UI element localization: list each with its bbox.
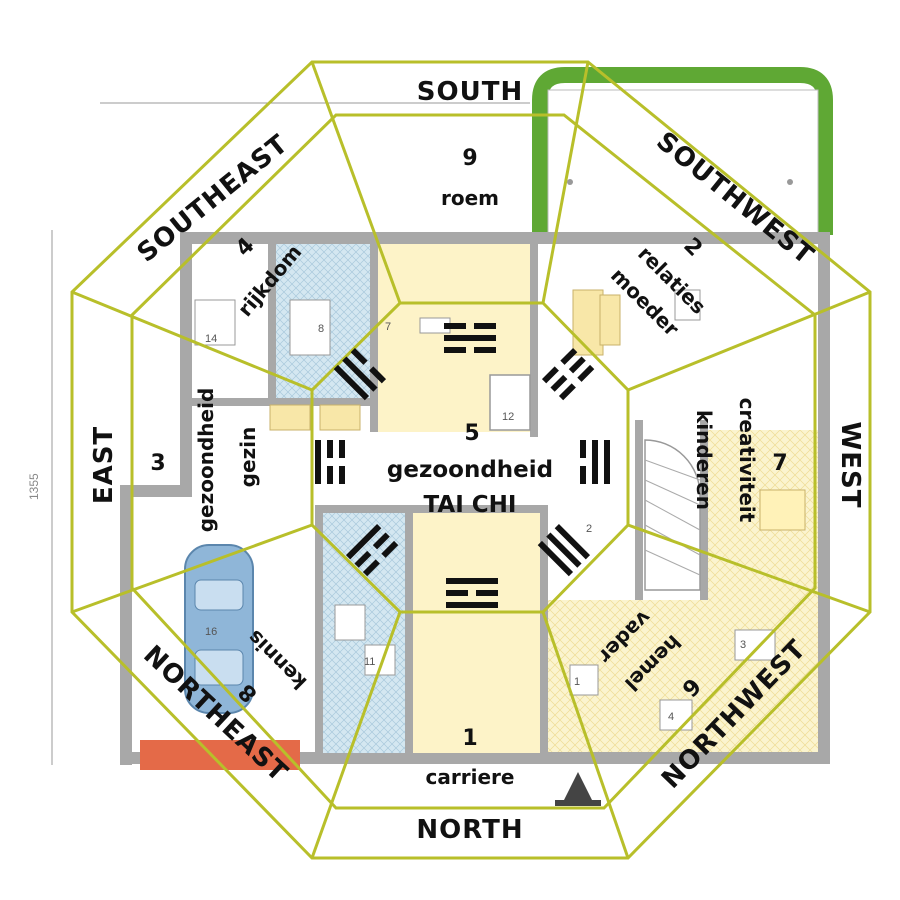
trigram-southeast bbox=[333, 347, 387, 401]
room-number: 11 bbox=[364, 656, 375, 668]
sofa bbox=[572, 289, 604, 356]
wall-right bbox=[818, 232, 830, 752]
zone-center-label-2: TAI CHI bbox=[424, 492, 517, 518]
room-living-bottom bbox=[413, 513, 540, 753]
room-number: 1 bbox=[574, 676, 580, 688]
entrance-marker bbox=[563, 772, 593, 802]
room-number: 14 bbox=[205, 333, 217, 345]
terrace-dot bbox=[787, 179, 793, 185]
room-number: 4 bbox=[668, 711, 674, 723]
spoke bbox=[71, 523, 313, 614]
wall-interior bbox=[180, 398, 370, 406]
wall-left-lower bbox=[120, 495, 132, 765]
dimension-label: 1355 bbox=[27, 473, 41, 500]
direction-east: EAST bbox=[89, 426, 119, 504]
trigram-west bbox=[580, 440, 610, 484]
kitchen-island bbox=[659, 699, 693, 731]
wall-interior bbox=[540, 505, 548, 755]
room-toilet bbox=[489, 374, 531, 431]
zone-north-number: 1 bbox=[462, 726, 477, 751]
zone-north-label: carriere bbox=[426, 765, 515, 789]
wall-interior bbox=[315, 505, 545, 513]
direction-west: WEST bbox=[835, 422, 865, 509]
wall-step bbox=[120, 485, 192, 497]
zone-center-label-1: gezoondheid bbox=[387, 457, 553, 483]
bagua-grid bbox=[70, 60, 872, 860]
direction-south: SOUTH bbox=[417, 77, 523, 107]
zone-west-label-2: kinderen bbox=[692, 410, 716, 510]
spoke bbox=[71, 290, 313, 392]
wall-interior bbox=[700, 420, 708, 620]
spoke bbox=[541, 61, 590, 304]
hall-cabinet-2 bbox=[319, 404, 361, 431]
terrace-dot bbox=[567, 179, 573, 185]
zone-south-label: roem bbox=[441, 186, 499, 210]
spoke bbox=[310, 61, 402, 304]
wall-interior bbox=[635, 420, 643, 620]
room-number: 2 bbox=[586, 523, 592, 535]
garden-path bbox=[532, 67, 833, 235]
zone-south-number: 9 bbox=[462, 146, 477, 171]
spoke bbox=[541, 611, 630, 859]
entrance-step bbox=[555, 800, 601, 806]
shower bbox=[334, 604, 366, 641]
trigrams bbox=[315, 323, 610, 608]
trigram-northeast bbox=[345, 523, 399, 577]
trigram-north bbox=[446, 578, 498, 608]
hall-cabinet bbox=[269, 404, 311, 431]
staircase bbox=[644, 439, 701, 591]
room-number: 12 bbox=[502, 411, 514, 423]
car bbox=[184, 544, 254, 714]
room-number: 3 bbox=[740, 639, 746, 651]
side-table bbox=[674, 289, 701, 321]
trigram-northwest bbox=[537, 523, 591, 577]
trigram-southwest bbox=[541, 347, 595, 401]
wall-interior bbox=[405, 505, 413, 755]
trigram-east bbox=[315, 440, 345, 484]
wall-left-upper bbox=[180, 232, 192, 497]
zone-west-label-1: creativiteit bbox=[735, 398, 759, 523]
wall-interior bbox=[315, 505, 323, 755]
room-number: 8 bbox=[318, 323, 324, 335]
room-number: 16 bbox=[205, 626, 217, 638]
bathtub bbox=[289, 299, 331, 356]
spoke bbox=[627, 290, 871, 392]
direction-north: NORTH bbox=[416, 815, 523, 845]
trigram-south bbox=[444, 323, 496, 353]
spoke bbox=[310, 611, 402, 859]
zone-center-number: 5 bbox=[464, 421, 479, 446]
dining-table bbox=[759, 489, 806, 531]
chair bbox=[599, 294, 621, 346]
wall-interior bbox=[530, 232, 538, 437]
cabinet bbox=[194, 299, 236, 346]
zone-east-label-2: gezin bbox=[236, 427, 260, 488]
floor-plan: 1355 bbox=[27, 67, 833, 806]
spoke bbox=[627, 523, 871, 614]
wall-top bbox=[180, 232, 830, 244]
wall-interior bbox=[268, 232, 276, 402]
zone-east-label-1: gezoondheid bbox=[194, 388, 218, 533]
octagon-middle bbox=[130, 113, 817, 810]
zone-west-number: 7 bbox=[772, 451, 787, 476]
wall-interior bbox=[370, 232, 378, 432]
zone-east-number: 3 bbox=[150, 451, 165, 476]
room-number: 7 bbox=[385, 321, 391, 333]
kitchen-cabinet bbox=[569, 664, 599, 696]
